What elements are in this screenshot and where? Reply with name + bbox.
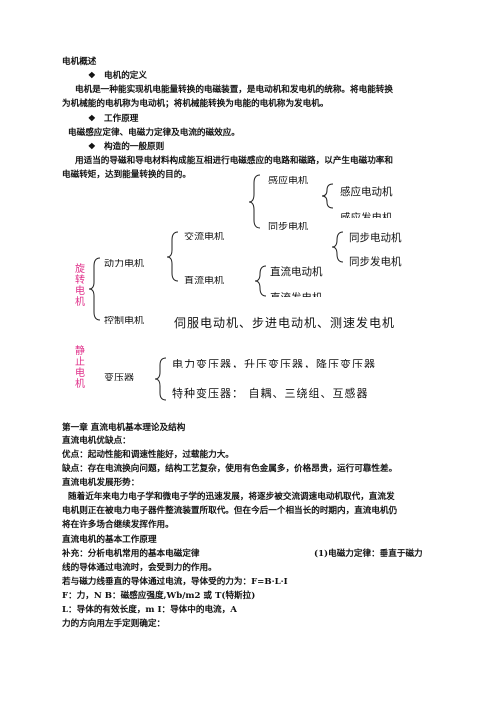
construction-heading: 构造的一般原则 xyxy=(104,142,165,152)
chapter-para: 缺点：存在电流换向问题，结构工艺复杂，使用有色金属多，价格昂贵，运行可靠性差。 xyxy=(62,464,398,474)
chapter-para: F：力，N B：磁感应强度,Wb/m2 或 T(特斯拉) xyxy=(62,591,256,601)
principle-line: 电磁感应定律、电磁力定律及电流的磁效应。 xyxy=(68,128,240,138)
chapter-para: L：导体的有效长度，m I：导体中的电流，A xyxy=(62,605,237,615)
synchronous-machine-node: 同步电机 xyxy=(268,222,308,230)
bullet-icon: ❖ xyxy=(88,71,96,81)
induction-motor-leaf: 感应电动机 xyxy=(340,186,393,198)
static-machine-label: 静止电机 xyxy=(75,346,85,390)
chapter-para: 将在许多场合继续发挥作用。 xyxy=(62,520,174,530)
definition-heading: 电机的定义 xyxy=(104,71,147,81)
chapter-title: 第一章 直流电机基本理论及结构 xyxy=(62,423,186,433)
chapter-para: 线的导体通过电流时，会受到力的作用。 xyxy=(62,563,217,573)
synchronous-motor-leaf: 同步电动机 xyxy=(349,232,402,244)
power-transformer-types: 电力变压器，升压变压器，降压变压器 xyxy=(172,359,376,368)
dc-motor-node: 直流电动机 xyxy=(270,266,323,278)
definition-line-2: 为机械能的电机称为电动机；将机械能转换为电能的电机称为发电机。 xyxy=(62,99,329,109)
control-machine-types: 伺服电动机、步进电动机、测速发电机 xyxy=(174,316,396,330)
chapter-para: 力的方向用左手定则确定： xyxy=(62,619,166,629)
control-machine-node: 控制电机 xyxy=(104,316,144,324)
construction-line-1: 用适当的导磁和导电材料构成能互相进行电磁感应的电路和磁路，以产生电磁功率和 xyxy=(75,156,393,166)
definition-line-1: 电机是一种能实现机电能量转换的电磁装置，是电动机和发电机的统称。将电能转换 xyxy=(75,85,393,95)
rotating-machine-label: 旋转电机 xyxy=(75,264,85,308)
chapter-para: 直流电机的基本工作原理 xyxy=(62,535,157,545)
induction-machine-node: 感应电机 xyxy=(268,176,308,184)
chapter-para: 随着近年来电力电子学和微电子学的迅速发展，将逐步被交流调速电动机取代，直流发 xyxy=(68,492,395,502)
bullet-icon: ❖ xyxy=(88,114,96,124)
synchronous-generator-leaf: 同步发电机 xyxy=(349,256,402,268)
chapter-para: 直流电机优缺点： xyxy=(62,436,131,446)
intro-title: 电机概述 xyxy=(62,57,97,67)
construction-line-2: 电磁转矩，达到能量转换的目的。 xyxy=(62,170,191,180)
chapter-para: (1)电磁力定律：垂直于磁力 xyxy=(314,549,423,559)
chapter-para: 优点：起动性能和调速性能好，过载能力大。 xyxy=(62,450,234,460)
principle-heading: 工作原理 xyxy=(104,114,139,124)
chapter-para: 补充：分析电机常用的基本电磁定律 xyxy=(62,549,200,559)
chapter-para: 若与磁力线垂直的导体通过电流，导体受的力为：F=B·L·I xyxy=(62,577,288,587)
dc-machine-node: 直流电机 xyxy=(184,276,224,284)
bullet-icon: ❖ xyxy=(88,142,96,152)
ac-machine-node: 交流电机 xyxy=(184,232,224,240)
special-transformer-types: 特种变压器： 自耦、三绕组、互感器 xyxy=(172,387,369,400)
chapter-para: 直流电机发展形势： xyxy=(62,478,140,488)
induction-generator-leaf: 感应发电机 xyxy=(340,212,393,218)
power-machine-node: 动力电机 xyxy=(104,259,144,267)
chapter-para: 电机则正在被电力电子器件整流装置所取代。但在今后一个相当长的时期内，直流电机仍 xyxy=(62,506,398,516)
transformer-node: 变压器 xyxy=(104,373,134,381)
